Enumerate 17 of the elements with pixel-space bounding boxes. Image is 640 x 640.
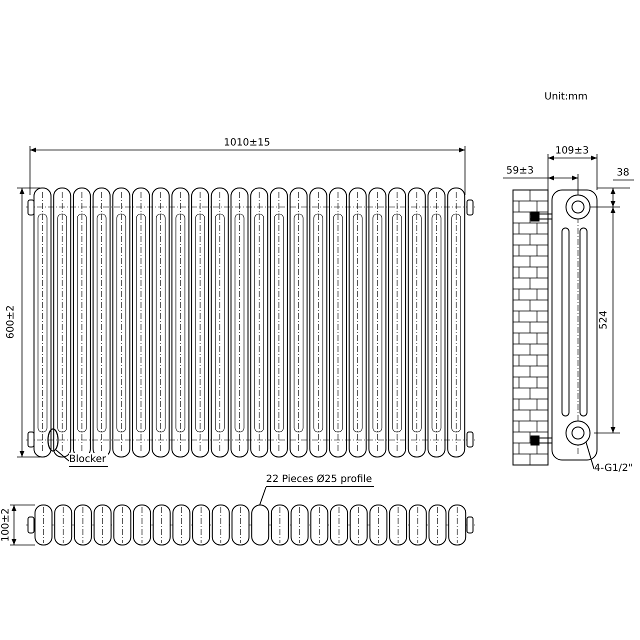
dimension-label: 524 [598,310,610,330]
dimension-label: 600±2 [4,305,18,339]
pipe-connection [566,420,590,446]
leader-line [56,450,70,462]
dimension-label: 1010±15 [224,136,270,150]
leader-line [259,486,266,506]
dimension-label: 59±3 [506,164,534,178]
dimension-label: 38 [616,166,630,180]
note-text: Unit:mm [544,90,588,104]
dimension-label: 109±3 [555,144,589,158]
dimension-label: 100±2 [0,508,12,542]
callout-text: 22 Pieces Ø25 profile [266,473,374,487]
radiator-column [251,504,270,546]
blocker-plug [47,428,59,452]
callout-text: 4-G1/2" [594,462,635,475]
leader-line [586,442,594,470]
callout-text: Blocker [69,453,108,467]
